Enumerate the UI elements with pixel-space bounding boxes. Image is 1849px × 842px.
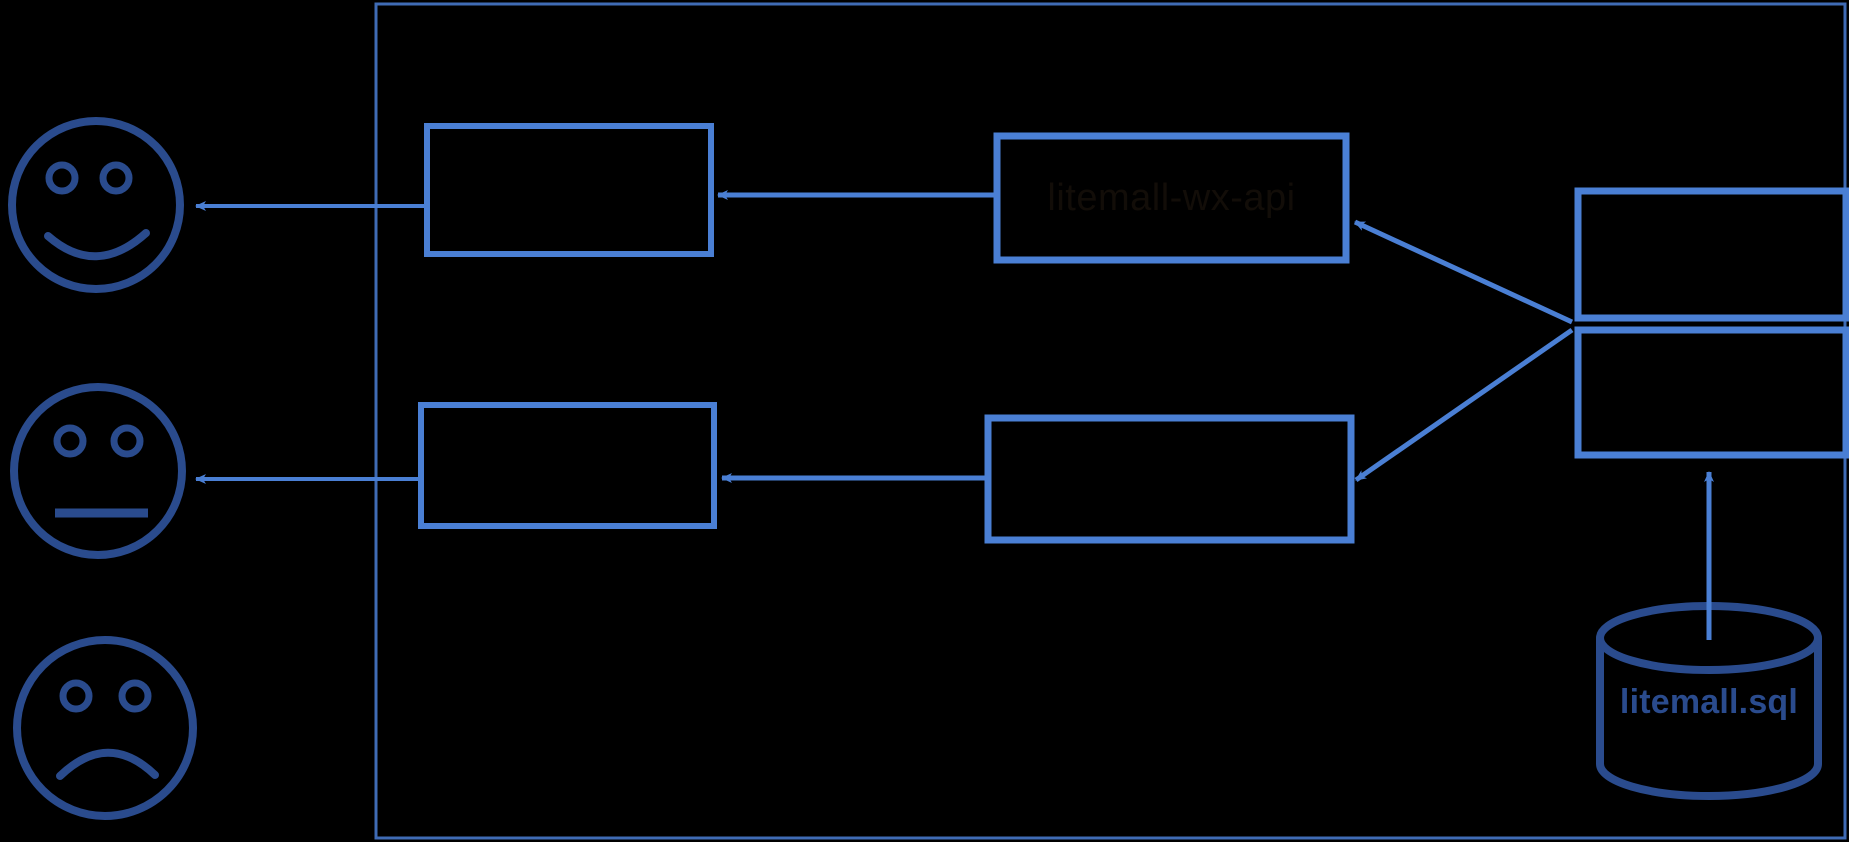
api-bottom-box[interactable]: [984, 414, 1355, 544]
litemall-wx-api-box[interactable]: [993, 132, 1350, 264]
neutral-face: [10, 383, 186, 559]
edge-core-to-api-bottom: [1354, 327, 1574, 483]
client-top-box[interactable]: [424, 123, 714, 257]
sad-face: [13, 636, 197, 820]
edge-core-to-api-top: [1353, 219, 1574, 325]
core-top-box[interactable]: [1574, 187, 1849, 322]
client-bottom-box[interactable]: [418, 402, 717, 529]
happy-face: [8, 117, 184, 293]
core-bottom-box[interactable]: [1574, 326, 1849, 459]
